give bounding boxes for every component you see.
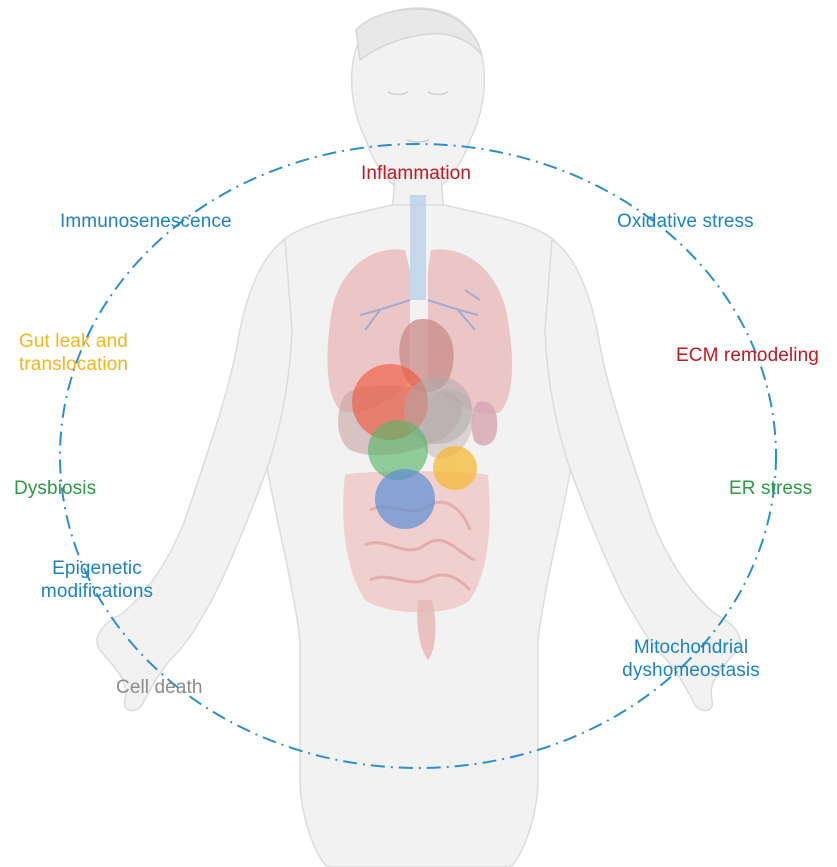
label-ecm-remodeling: ECM remodeling: [676, 344, 819, 367]
label-gut-leak: Gut leak and translocation: [19, 330, 128, 376]
label-gut-leak-line2: translocation: [19, 353, 128, 376]
label-epigenetic-modifications: Epigenetic modifications: [41, 557, 153, 603]
label-cell-death: Cell death: [116, 676, 203, 699]
label-gut-leak-line1: Gut leak and: [19, 330, 128, 353]
label-er-stress: ER stress: [729, 477, 812, 500]
label-oxidative-stress: Oxidative stress: [617, 210, 754, 233]
blue-overlay-circle: [375, 469, 435, 529]
label-mitochondrial-line2: dyshomeostasis: [622, 659, 760, 682]
label-mitochondrial-line1: Mitochondrial: [622, 636, 760, 659]
kidney: [471, 402, 497, 446]
left-arm: [97, 240, 292, 711]
label-immunosenescence: Immunosenescence: [60, 210, 232, 233]
label-mitochondrial-dyshomeostasis: Mitochondrial dyshomeostasis: [622, 636, 760, 682]
label-inflammation: Inflammation: [361, 162, 471, 185]
yellow-overlay-circle: [433, 446, 477, 490]
label-epigenetic-line1: Epigenetic: [41, 557, 153, 580]
trachea: [410, 195, 426, 300]
label-dysbiosis: Dysbiosis: [14, 477, 96, 500]
label-epigenetic-line2: modifications: [41, 580, 153, 603]
